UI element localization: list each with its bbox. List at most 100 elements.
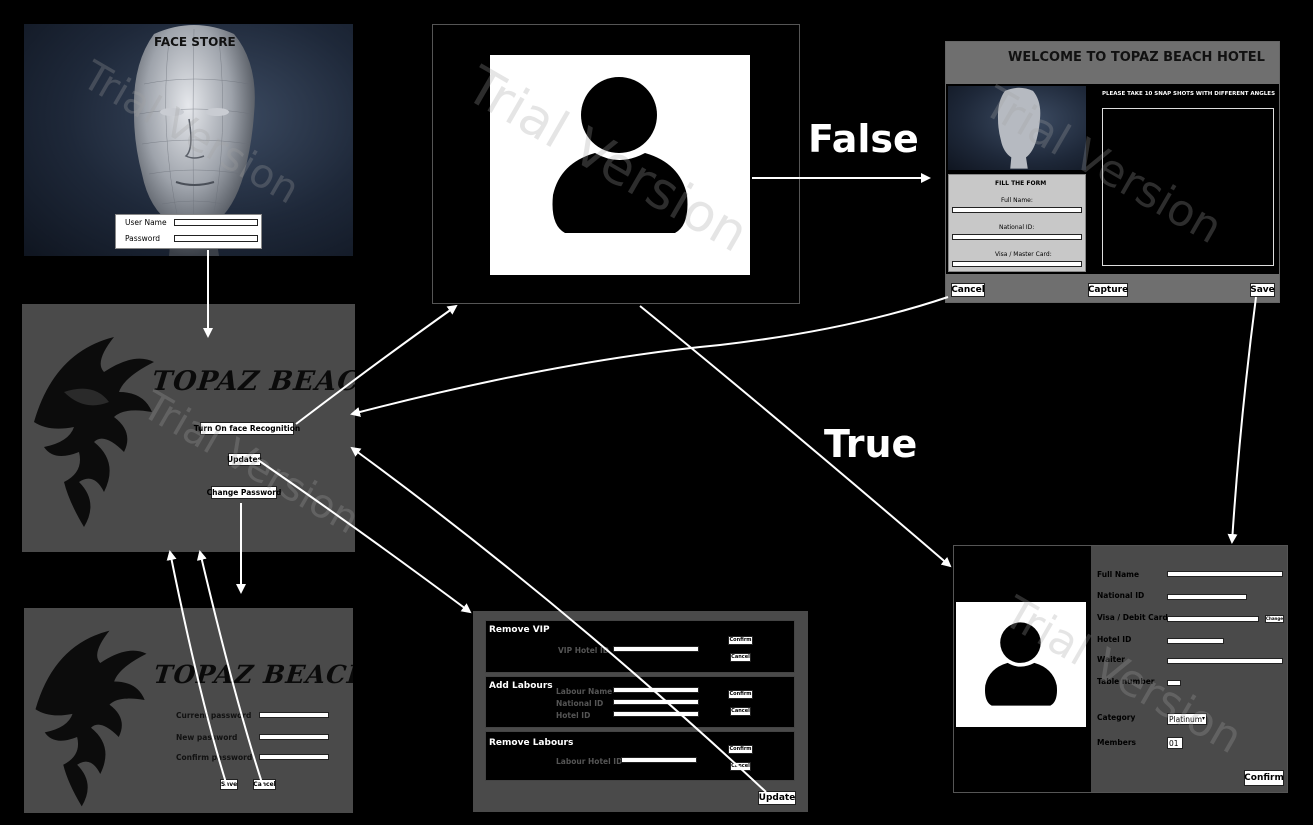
person-silhouette-icon [552, 77, 688, 233]
register-header: WELCOME TO TOPAZ BEACH HOTEL [946, 42, 1279, 84]
snapshot-area [1102, 108, 1274, 266]
false-label: False [808, 117, 919, 161]
arrow-register-save-to-guest [1227, 296, 1257, 544]
register-title: WELCOME TO TOPAZ BEACH HOTEL [1008, 50, 1265, 65]
guest-national-id-field[interactable] [1167, 594, 1247, 600]
add-labours-section: Add Labours Labour Name National ID Hote… [485, 676, 795, 728]
guest-confirm-button[interactable]: Confirm [1244, 770, 1284, 786]
register-save-button[interactable]: Save [1250, 283, 1275, 297]
guest-members-value: 01 [1169, 739, 1179, 748]
labour-national-id-label: National ID [556, 699, 604, 708]
capture-button[interactable]: Capture [1088, 283, 1128, 297]
guest-waiter-field[interactable] [1167, 658, 1283, 664]
current-password-field[interactable] [259, 712, 329, 718]
new-password-label: New password [176, 733, 238, 742]
guest-category-select[interactable]: Platinum ▾ [1167, 713, 1207, 725]
add-labours-cancel-button[interactable]: Cancel [730, 707, 751, 716]
arrow-register-cancel-to-home [350, 296, 949, 417]
person-silhouette-icon [985, 622, 1057, 706]
login-form: User Name Password [115, 214, 262, 249]
labour-hotel-id-remove-field[interactable] [621, 757, 697, 763]
form-title: FILL THE FORM [995, 180, 1047, 187]
login-screen: FACE STORE User Name Password [24, 24, 353, 256]
home-brand: TOPAZ BEACH HOTEL [150, 366, 355, 397]
remove-vip-confirm-button[interactable]: Confirm [728, 636, 753, 645]
guest-screen: Full Name National ID Visa / Debit Card … [953, 545, 1288, 793]
update-button[interactable]: Update [758, 791, 796, 805]
register-face-image [948, 86, 1086, 170]
password-cancel-button[interactable]: Cancel [253, 779, 276, 790]
labour-name-label: Labour Name [556, 687, 613, 696]
change-password-button[interactable]: Change Password [207, 486, 281, 499]
labour-name-field[interactable] [613, 687, 699, 693]
guest-table-number-field[interactable] [1167, 680, 1181, 686]
home-screen: TOPAZ BEACH HOTEL Turn On face Recogniti… [22, 304, 355, 552]
full-name-field[interactable] [952, 207, 1082, 213]
labour-hotel-id-label: Hotel ID [556, 711, 591, 720]
vip-hotel-id-label: VIP Hotel ID [558, 646, 610, 655]
true-label: True [824, 422, 918, 466]
national-id-field[interactable] [952, 234, 1082, 240]
password-label: Password [125, 234, 161, 243]
add-labours-confirm-button[interactable]: Confirm [728, 690, 753, 699]
guest-category-label: Category [1097, 713, 1136, 722]
labour-hotel-id-field[interactable] [613, 711, 699, 717]
dragon-logo [34, 337, 154, 527]
remove-vip-title: Remove VIP [489, 625, 550, 635]
remove-labours-confirm-button[interactable]: Confirm [728, 745, 753, 754]
remove-labours-cancel-button[interactable]: Cancel [730, 762, 751, 771]
dragon-logo [35, 630, 147, 807]
camera-screen [432, 24, 800, 304]
add-labours-title: Add Labours [489, 681, 553, 691]
labour-national-id-field[interactable] [613, 699, 699, 705]
face-mesh-image [133, 25, 255, 256]
remove-labours-section: Remove Labours Labour Hotel ID Confirm C… [485, 731, 795, 781]
guest-waiter-label: Waiter [1097, 655, 1126, 664]
guest-national-id-label: National ID [1097, 591, 1145, 600]
confirm-password-label: Confirm password [176, 753, 253, 762]
guest-card-label: Visa / Debit Card [1097, 613, 1168, 622]
camera-preview [490, 55, 750, 275]
remove-labours-title: Remove Labours [489, 738, 574, 748]
register-screen: WELCOME TO TOPAZ BEACH HOTEL FILL THE FO… [945, 41, 1280, 303]
password-save-button[interactable]: Save [220, 779, 238, 790]
face-recognition-button[interactable]: Turn On face Recognition [194, 422, 300, 435]
new-password-field[interactable] [259, 734, 329, 740]
confirm-password-field[interactable] [259, 754, 329, 760]
national-id-label: National ID: [999, 224, 1035, 231]
guest-members-label: Members [1097, 738, 1136, 747]
change-password-screen: TOPAZ BEACH HOTEL Current password New p… [24, 608, 353, 813]
full-name-label: Full Name: [1001, 197, 1033, 204]
guest-photo [956, 602, 1086, 727]
guest-table-number-label: Table number [1097, 677, 1155, 686]
vip-hotel-id-field[interactable] [613, 646, 699, 652]
remove-vip-cancel-button[interactable]: Cancel [730, 653, 751, 662]
guest-category-value: Platinum [1169, 715, 1203, 724]
guest-full-name-field[interactable] [1167, 571, 1283, 577]
chevron-down-icon: ▾ [1201, 715, 1205, 722]
guest-form: Full Name National ID Visa / Debit Card … [1091, 546, 1287, 792]
card-label: Visa / Master Card: [995, 251, 1052, 258]
snapshot-instruction: PLEASE TAKE 10 SNAP SHOTS WITH DIFFERENT… [1102, 91, 1276, 97]
updates-button[interactable]: Updates [227, 453, 262, 466]
username-label: User Name [125, 218, 167, 227]
password-screen-brand: TOPAZ BEACH HOTEL [152, 660, 353, 689]
register-form: FILL THE FORM Full Name: National ID: Vi… [948, 174, 1086, 272]
username-field[interactable] [174, 219, 258, 226]
guest-members-stepper[interactable]: 01 [1167, 737, 1183, 749]
register-footer: Cancel Capture Save [946, 274, 1279, 302]
password-field[interactable] [174, 235, 258, 242]
register-cancel-button[interactable]: Cancel [951, 283, 985, 297]
face-mesh-image [997, 87, 1041, 169]
guest-full-name-label: Full Name [1097, 570, 1140, 579]
updates-screen: Remove VIP VIP Hotel ID Confirm Cancel A… [473, 611, 808, 812]
guest-change-button[interactable]: Change [1265, 615, 1284, 623]
labour-hotel-id-remove-label: Labour Hotel ID [556, 757, 623, 766]
current-password-label: Current password [176, 711, 252, 720]
card-field[interactable] [952, 261, 1082, 267]
remove-vip-section: Remove VIP VIP Hotel ID Confirm Cancel [485, 620, 795, 673]
guest-hotel-id-label: Hotel ID [1097, 635, 1132, 644]
login-title: FACE STORE [154, 35, 236, 49]
guest-card-field[interactable] [1167, 616, 1259, 622]
guest-hotel-id-field[interactable] [1167, 638, 1224, 644]
